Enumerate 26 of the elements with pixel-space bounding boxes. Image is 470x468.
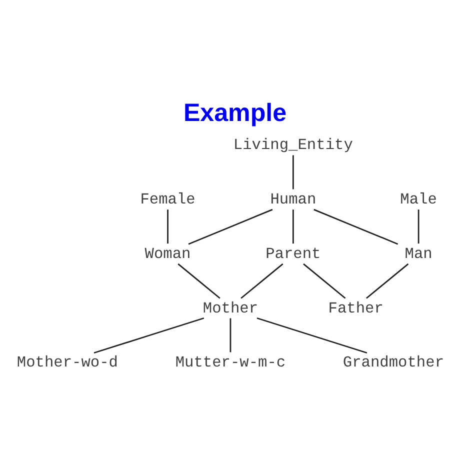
connector xyxy=(292,209,294,244)
connector xyxy=(256,316,368,354)
node-text: Man xyxy=(404,244,432,262)
connector xyxy=(188,208,273,244)
node-text: Mother xyxy=(202,298,258,317)
node-text: Woman xyxy=(144,244,191,262)
node-text: Grandmother xyxy=(342,353,444,372)
diagram-title: Example xyxy=(183,98,287,126)
node-text: Living_Entity xyxy=(233,136,353,154)
node-text: Father xyxy=(328,298,384,317)
node-text: Mutter-w-m-c xyxy=(175,353,286,372)
connector xyxy=(292,154,294,189)
connector xyxy=(240,262,284,298)
node-text: Female xyxy=(140,190,196,208)
node-text: Mother-wo-d xyxy=(16,353,118,372)
node-text: Parent xyxy=(266,244,321,262)
connector xyxy=(178,262,220,298)
connector xyxy=(314,208,398,244)
connector xyxy=(230,318,232,352)
connector xyxy=(94,316,204,354)
connector xyxy=(167,209,168,244)
node-text: Human xyxy=(270,190,316,208)
connector xyxy=(366,262,409,298)
connector xyxy=(303,262,346,298)
connector xyxy=(418,209,420,244)
node-text: Male xyxy=(400,190,437,208)
